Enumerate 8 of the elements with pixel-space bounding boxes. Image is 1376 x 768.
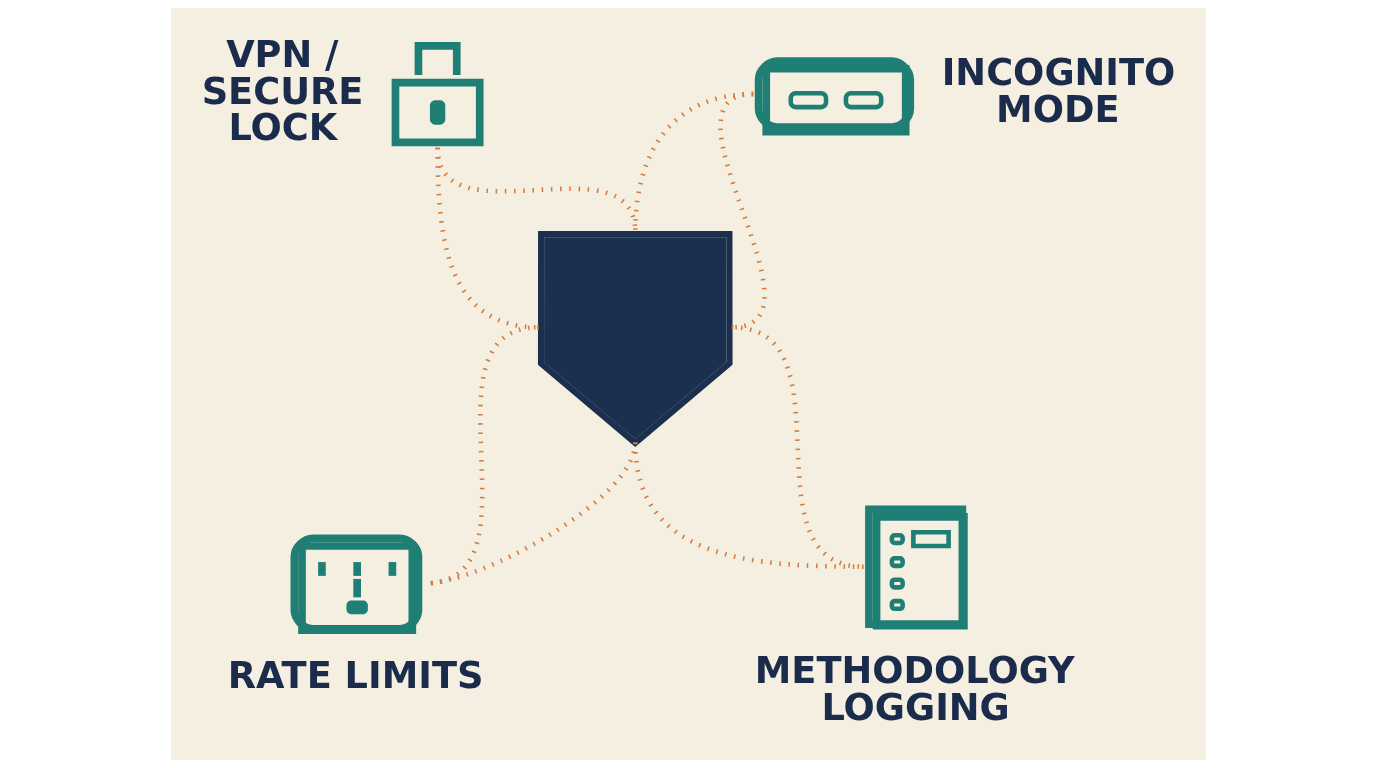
node-label: VPN / SECURE LOCK	[201, 32, 363, 150]
node-label: METHODOLOGY LOGGING	[754, 649, 1075, 730]
node-picture	[537, 231, 733, 447]
connector	[632, 442, 864, 569]
node-label: INCOGNITO MODE	[941, 51, 1175, 131]
connector	[434, 147, 539, 330]
node-label: RATE LIMITS	[227, 654, 484, 698]
connector	[717, 91, 767, 330]
